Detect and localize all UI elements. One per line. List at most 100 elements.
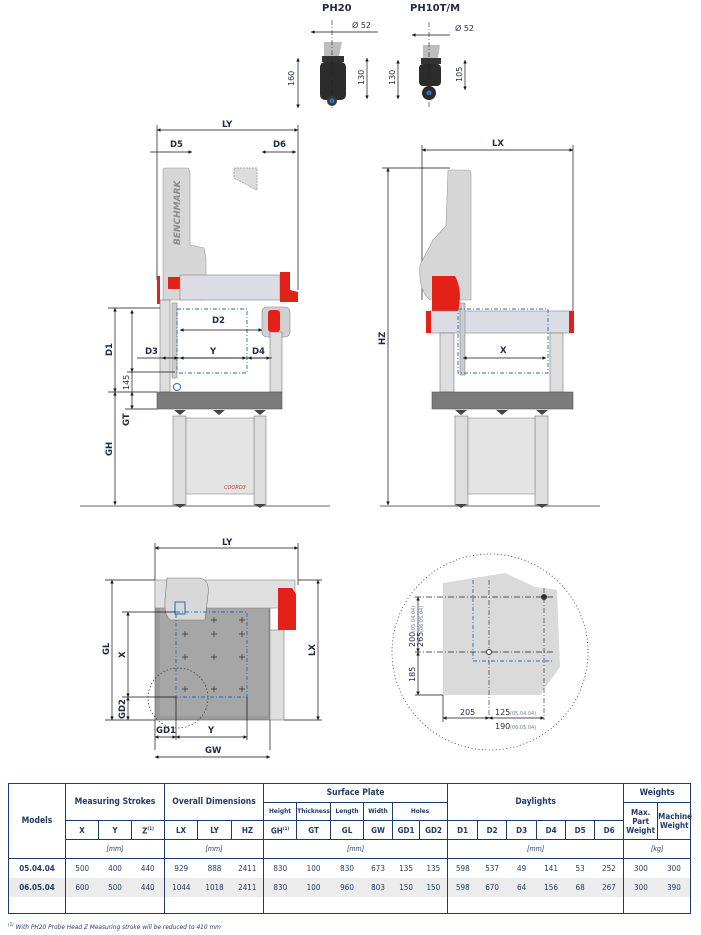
ph10-height-total: 130 (388, 70, 397, 85)
table-cell: 673 (371, 864, 385, 873)
col-ly: LY (197, 820, 233, 840)
col-gw: GW (363, 820, 394, 840)
brand-name: BENCHMARK (173, 179, 183, 245)
weights-units: [kg] (623, 839, 692, 859)
footnote-mark: (1) (8, 923, 14, 928)
table-padding-row (8, 897, 692, 914)
top-gd2-label: GD2 (118, 699, 128, 719)
table-cell: 150 (419, 878, 448, 897)
daylights-header: Daylights (447, 783, 625, 821)
detail-200: 200 (408, 632, 417, 647)
overall-header: Overall Dimensions (164, 783, 265, 821)
top-ly-label: LY (222, 538, 233, 548)
side-d2-label: D2 (212, 316, 225, 326)
col-d3: D3 (506, 820, 538, 840)
empty-cell (8, 897, 66, 914)
daylights-units: [mm] (447, 839, 625, 859)
table-cell: 141 (544, 864, 558, 873)
col-d6: D6 (594, 820, 625, 840)
col-x: X (65, 820, 99, 840)
top-gw-label: GW (205, 746, 222, 756)
table-cell: 100 (306, 864, 321, 873)
strokes-units: [mm] (64, 839, 166, 859)
col-gh-footnote: (1) (282, 826, 290, 832)
hole-detail: 200 (05.04.04) 265 (06.05.04) 185 205 12… (391, 553, 589, 751)
empty-cell (536, 897, 566, 914)
models-header: Models (8, 783, 66, 859)
table-cell: 500 (65, 858, 99, 878)
table-cell: 300 (623, 878, 658, 897)
col-d5: D5 (565, 820, 596, 840)
col-d2: D2 (477, 820, 508, 840)
probe-head-ph20: PH20 Ø 52 160 130 (287, 3, 378, 110)
technical-drawing: PH20 Ø 52 160 130 PH10T/M Ø 52 130 105 L… (80, 3, 600, 759)
ph10-title: PH10T/M (410, 3, 460, 14)
table-cell: 300 (623, 858, 658, 878)
table-cell: 64 (506, 878, 537, 897)
table-cell: 929 (164, 858, 198, 878)
ph20-height-body: 130 (357, 70, 366, 85)
table-cell: 440 (140, 864, 155, 873)
table-cell: 135 (426, 864, 441, 873)
empty-cell (419, 897, 448, 914)
empty-cell (330, 897, 364, 914)
thickness-subheader: Thickness (296, 802, 332, 821)
machine-weight-header: Machine Weight (657, 802, 692, 840)
top-x-label: X (118, 651, 128, 658)
width-subheader: Width (363, 802, 394, 821)
empty-cell (594, 897, 624, 914)
table-cell: 390 (657, 878, 692, 897)
footnote: (1) With PH20 Probe Head Z Measuring str… (8, 923, 221, 931)
table-cell: 830 (340, 864, 354, 873)
model-name: 06.05.04 (8, 878, 66, 897)
detail-190: 190 (495, 722, 510, 731)
table-cell: 53 (575, 864, 585, 873)
side-y-label: Y (209, 347, 217, 357)
col-gh: GH(1) (263, 820, 298, 840)
front-view: LX HZ X (378, 139, 600, 508)
top-gd1-label: GD1 (156, 726, 176, 736)
detail-185: 185 (408, 667, 417, 682)
top-lx-label: LX (308, 644, 318, 656)
table-cell: 267 (594, 878, 624, 897)
side-d6-label: D6 (273, 140, 286, 150)
table-cell: 2411 (238, 864, 257, 873)
table-cell: 150 (392, 878, 420, 897)
detail-200-note: (05.04.04) (411, 606, 417, 632)
detail-190-note: (06.05.04) (510, 725, 536, 731)
col-d4: D4 (536, 820, 567, 840)
empty-cell (263, 897, 297, 914)
ph20-height-total: 160 (287, 71, 296, 86)
detail-265-note: (06.05.04) (419, 606, 425, 632)
table-cell: 252 (602, 864, 616, 873)
empty-cell (363, 897, 393, 914)
col-gh-label: GH (270, 826, 283, 836)
max-part-weight-header: Max. Part Weight (623, 802, 659, 840)
table-cell: 2411 (231, 878, 264, 897)
empty-cell (565, 897, 595, 914)
ph20-diameter: Ø 52 (352, 20, 371, 30)
table-cell: 100 (296, 878, 331, 897)
empty-cell (506, 897, 537, 914)
table-cell: 1044 (164, 878, 198, 897)
table-cell: 670 (477, 878, 507, 897)
table-cell: 600 (65, 878, 99, 897)
detail-205: 205 (460, 708, 475, 717)
plate-header: Surface Plate (263, 783, 449, 803)
col-z-footnote: (1) (147, 826, 154, 832)
footnote-text: With PH20 Probe Head Z Measuring stroke … (15, 923, 221, 932)
probe-head-ph10tm: PH10T/M Ø 52 130 105 (388, 3, 474, 108)
empty-cell (164, 897, 198, 914)
table-cell: 598 (447, 878, 478, 897)
table-cell: 1018 (197, 878, 232, 897)
col-y: Y (98, 820, 132, 840)
plate-units: [mm] (263, 839, 449, 859)
model-name: 05.04.04 (8, 858, 66, 878)
side-ly-label: LY (222, 120, 233, 130)
side-d5-label: D5 (170, 140, 183, 150)
side-d1-label: D1 (105, 343, 115, 356)
top-view: LY GL X GD2 LX GD1 Y GW (102, 538, 322, 759)
table-cell: 500 (98, 878, 132, 897)
col-z-label: Z (142, 826, 148, 836)
